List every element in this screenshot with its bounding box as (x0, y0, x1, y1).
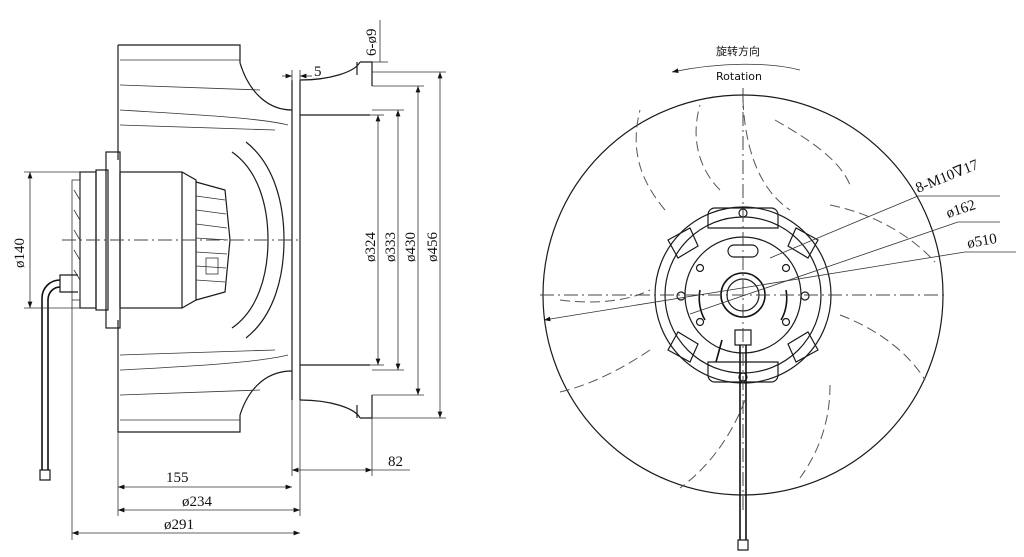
rotation-en-label: Rotation (716, 70, 762, 83)
dim-len155-label: 155 (166, 470, 189, 486)
motor (39, 151, 231, 481)
dim-len82: 82 (291, 400, 410, 476)
dim-d324-label: ø324 (363, 232, 379, 263)
dim-d234-label: ø234 (182, 494, 213, 510)
leader-d510: ø510 (543, 231, 1016, 322)
dim-d456: ø456 (372, 71, 446, 419)
leader-bolts-label: 8-M10∇17 (914, 157, 982, 197)
leader-d162: ø162 (689, 197, 1000, 315)
dim-d456-label: ø456 (425, 232, 441, 263)
dim-d291-label: ø291 (164, 517, 194, 533)
dim-d430-label: ø430 (403, 232, 419, 262)
dim-d291: ø291 (71, 300, 300, 540)
dim-holes: 6-ø9 (364, 20, 388, 63)
dim-holes-label: 6-ø9 (364, 29, 380, 57)
dim-d333: ø333 (372, 109, 404, 371)
dim-len82-label: 82 (388, 454, 403, 470)
dim-d324: ø324 (363, 114, 384, 366)
dim-d140: ø140 (12, 171, 96, 309)
dim-d430: ø430 (372, 85, 424, 396)
leader-d510-label: ø510 (966, 231, 998, 252)
dim-len155: 155 (117, 400, 301, 516)
dim-d234: ø234 (118, 494, 300, 513)
rotation-cn-label: 旋转方向 (716, 44, 760, 58)
dim-flange-label: 5 (314, 64, 322, 80)
impeller-body (117, 44, 373, 433)
rotation-indicator: 旋转方向 Rotation (671, 44, 801, 83)
front-view: 旋转方向 Rotation (540, 44, 1016, 551)
dim-d140-label: ø140 (12, 238, 28, 268)
dim-d333-label: ø333 (383, 232, 399, 262)
dim-flange: 5 (282, 64, 322, 82)
leader-d162-label: ø162 (944, 197, 977, 221)
side-view: ø140 ø324 ø333 ø430 ø456 (12, 20, 446, 540)
blades (559, 99, 936, 489)
